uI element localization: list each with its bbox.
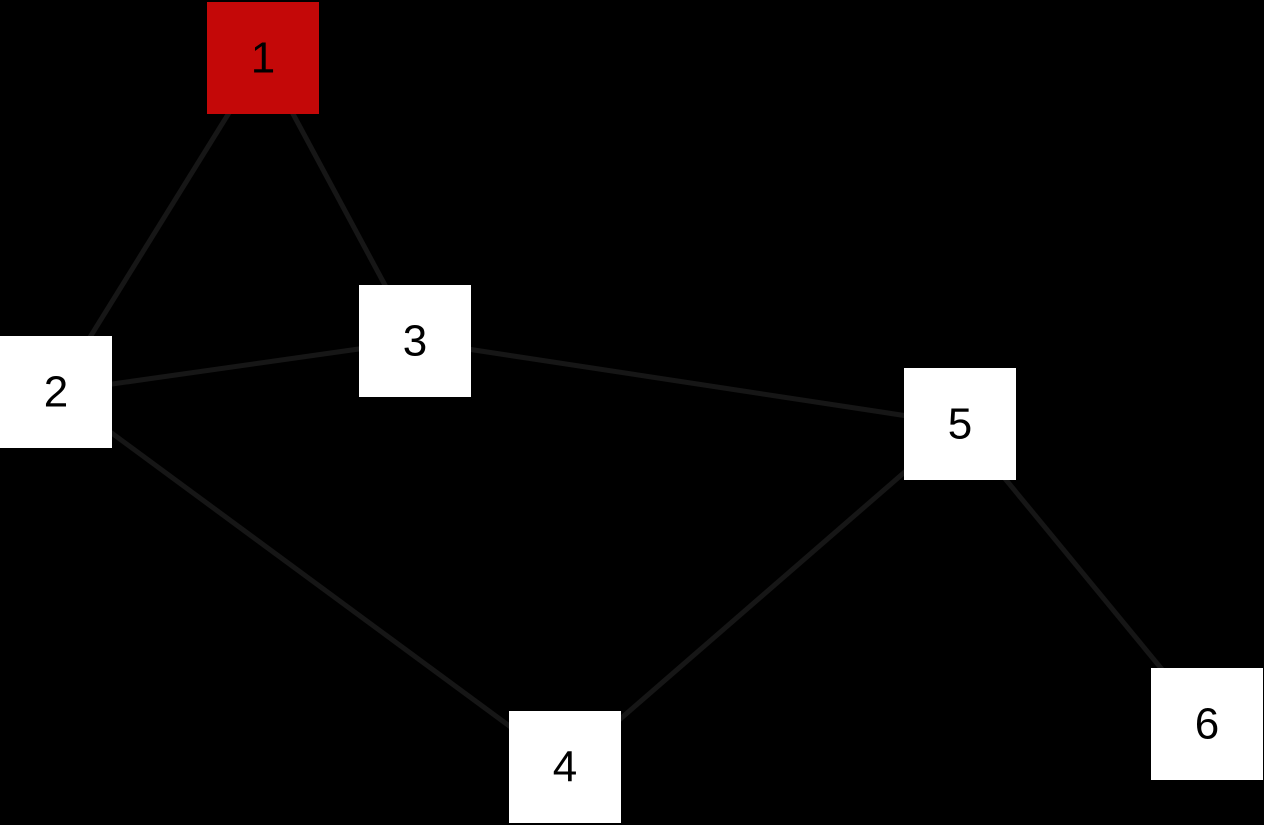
node-label-6: 6	[1195, 700, 1219, 749]
graph-node-4[interactable]: 4	[509, 711, 621, 823]
graph-node-2[interactable]: 2	[0, 336, 112, 448]
node-label-3: 3	[403, 317, 427, 366]
node-square-4[interactable]	[509, 711, 621, 823]
graph-node-1[interactable]: 1	[207, 2, 319, 114]
node-square-6[interactable]	[1151, 668, 1263, 780]
graph-edge-2-4	[54, 389, 567, 770]
graph-node-5[interactable]: 5	[904, 368, 1016, 480]
graph-node-6[interactable]: 6	[1151, 668, 1263, 780]
node-label-5: 5	[948, 400, 972, 449]
node-square-5[interactable]	[904, 368, 1016, 480]
node-label-4: 4	[553, 743, 577, 792]
node-square-3[interactable]	[359, 285, 471, 397]
graph-edge-2-3	[55, 338, 416, 395]
graph-edge-4-5	[563, 422, 962, 769]
node-square-2[interactable]	[0, 336, 112, 448]
graph-node-3[interactable]: 3	[359, 285, 471, 397]
node-label-2: 2	[44, 368, 68, 417]
graph-edge-3-5	[414, 338, 961, 427]
node-label-1: 1	[251, 34, 275, 83]
node-square-1[interactable]	[207, 2, 319, 114]
